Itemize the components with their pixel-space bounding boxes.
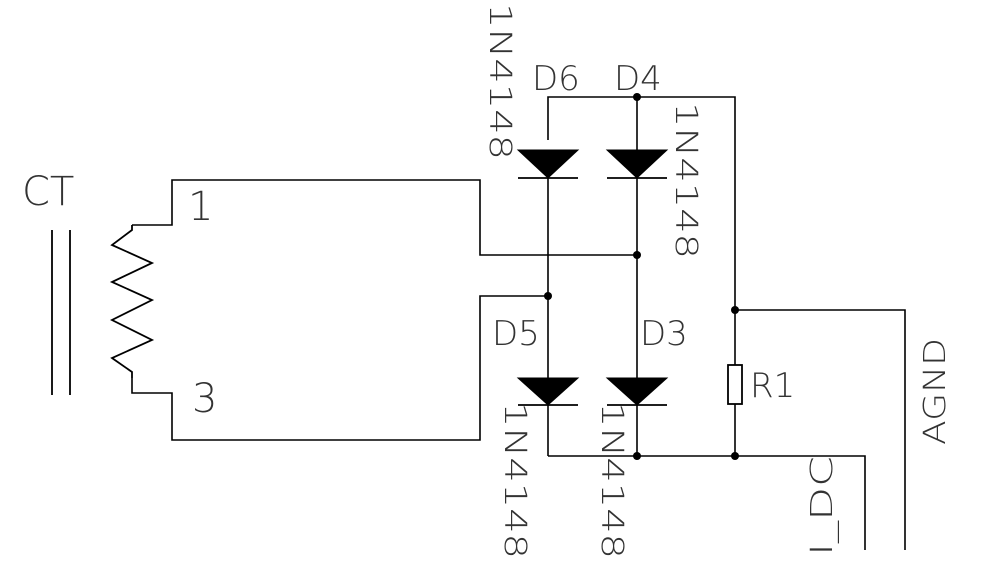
junction-dot: [633, 251, 641, 259]
diode-d4-ref: D4: [614, 59, 662, 99]
resistor-r1-ref: R1: [750, 366, 795, 406]
diode-d3-symbol: [605, 377, 669, 406]
junctions: [544, 93, 739, 460]
wire-top-rail: [547, 96, 736, 310]
diode-d4: [605, 149, 669, 179]
transformer-winding: [109, 225, 155, 378]
diode-d3: [605, 377, 669, 406]
transformer-pin-3: 3: [192, 376, 217, 422]
diode-d4-symbol: [605, 149, 669, 179]
wire-agnd: [735, 309, 906, 550]
diode-d6-value: 1N4148: [482, 3, 517, 160]
transformer-name: CT: [22, 169, 74, 215]
wire-pin1-to-node-a: [132, 179, 637, 256]
net-label-idc: I_DC: [805, 456, 840, 556]
junction-dot: [731, 452, 739, 460]
wire-pin3-to-node-b: [131, 295, 548, 441]
diode-d3-value: 1N4148: [594, 402, 629, 559]
net-label-agnd: AGND: [918, 338, 953, 445]
diode-d5-symbol: [516, 377, 580, 406]
diode-d5-value: 1N4148: [497, 402, 532, 559]
junction-dot: [544, 292, 552, 300]
current-transformer: CT 1 3: [22, 169, 217, 422]
wire-bottom-rail-to-idc: [548, 455, 866, 550]
wires: [131, 96, 906, 550]
diode-d6: [516, 149, 580, 179]
junction-dot: [633, 93, 641, 101]
diode-d4-value: 1N4148: [668, 102, 703, 259]
labels: D6 D4 D5 D3 R1 1N4148 1N4148 1N4148 1N41…: [482, 3, 953, 559]
diode-d5-ref: D5: [492, 314, 540, 354]
diode-d3-ref: D3: [640, 314, 688, 354]
resistor-r1-body: [727, 364, 743, 405]
diode-d6-symbol: [516, 149, 580, 179]
diode-d6-ref: D6: [532, 59, 580, 99]
junction-dot: [633, 452, 641, 460]
junction-dot: [731, 306, 739, 314]
transformer-pin-1: 1: [188, 184, 213, 230]
diode-d5: [516, 377, 580, 406]
